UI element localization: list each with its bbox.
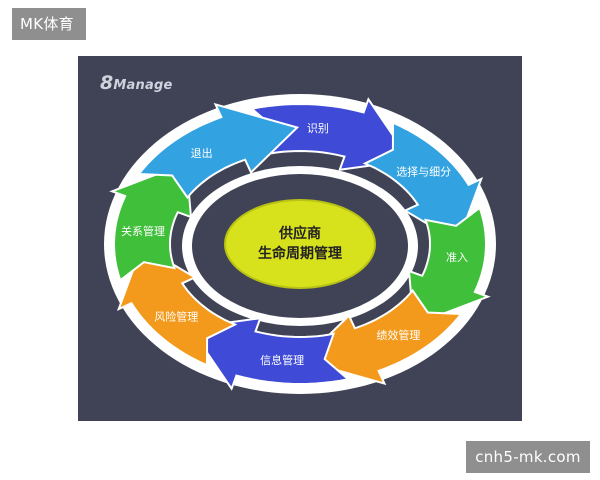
arrow-performance bbox=[300, 288, 464, 386]
label-risk: 风险管理 bbox=[154, 310, 198, 324]
arrow-admit bbox=[407, 206, 491, 327]
arrow-information bbox=[188, 316, 351, 391]
label-identify: 识别 bbox=[307, 122, 329, 135]
stage-arrows bbox=[109, 97, 491, 391]
arrow-relationship bbox=[109, 161, 193, 282]
center-ellipse bbox=[224, 199, 376, 289]
arrow-identify bbox=[249, 97, 412, 172]
diagram-panel: 8Manage 识别选择与细分准入绩效管理信息管理 风险管理 关系管理 退出 供应商 … bbox=[78, 56, 522, 421]
logo-text: Manage bbox=[113, 78, 173, 93]
watermark-top: MK体育 bbox=[12, 8, 86, 40]
center-title-line2: 生命周期管理 bbox=[258, 245, 342, 262]
label-select: 选择与细分 bbox=[396, 165, 451, 179]
label-performance: 绩效管理 bbox=[376, 328, 420, 342]
center-title-line1: 供应商 bbox=[278, 225, 321, 242]
arrow-select bbox=[362, 121, 484, 244]
logo-prefix: 8 bbox=[100, 72, 114, 94]
watermark-bottom: cnh5-mk.com bbox=[466, 441, 590, 473]
label-information: 信息管理 bbox=[260, 353, 304, 367]
label-relationship: 关系管理 bbox=[121, 224, 165, 238]
arrow-exit bbox=[136, 102, 300, 200]
logo: 8Manage bbox=[100, 72, 172, 94]
arrow-risk bbox=[116, 244, 238, 367]
label-exit: 退出 bbox=[191, 146, 213, 160]
label-admit: 准入 bbox=[446, 251, 468, 264]
